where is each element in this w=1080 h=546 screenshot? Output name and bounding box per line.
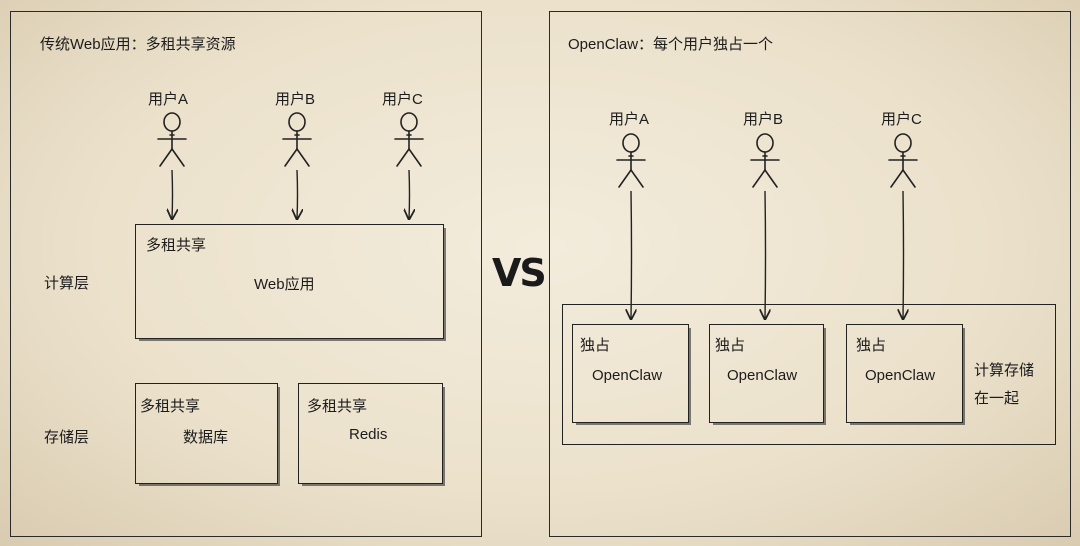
left-user-b-label: 用户B (275, 91, 316, 108)
openclaw-a-tag: 独占 (580, 337, 611, 354)
database-tag: 多租共享 (140, 398, 201, 415)
left-panel-title: 传统Web应用：多租共享资源 (40, 36, 236, 53)
storage-layer-label: 存储层 (44, 429, 90, 446)
stick-figure-icon (616, 133, 646, 188)
stick-figure-icon (282, 112, 312, 167)
stick-figure-icon (157, 112, 187, 167)
openclaw-b-text: OpenClaw (727, 367, 798, 384)
right-panel (549, 11, 1071, 537)
openclaw-b-tag: 独占 (715, 337, 746, 354)
side-note-line1: 计算存储 (974, 362, 1035, 379)
right-panel-title: OpenClaw：每个用户独占一个 (568, 36, 774, 53)
stick-figure-icon (394, 112, 424, 167)
openclaw-box-b (709, 324, 824, 423)
right-user-a-label: 用户A (609, 111, 650, 128)
database-box (135, 383, 278, 484)
web-app-text: Web应用 (254, 276, 315, 293)
arrow-left-a (172, 169, 173, 219)
openclaw-box-c (846, 324, 963, 423)
redis-text: Redis (349, 426, 388, 443)
side-note-line2: 在一起 (974, 390, 1020, 407)
arrow-right-c (903, 190, 904, 319)
compute-storage-container (562, 304, 1056, 445)
compute-layer-label: 计算层 (44, 275, 90, 292)
openclaw-c-text: OpenClaw (865, 367, 936, 384)
openclaw-c-tag: 独占 (856, 337, 887, 354)
database-text: 数据库 (183, 429, 229, 446)
arrow-left-c (409, 169, 410, 219)
redis-box (298, 383, 443, 484)
left-user-c-label: 用户C (382, 91, 423, 108)
stick-figure-icon (750, 133, 780, 188)
redis-tag: 多租共享 (307, 398, 368, 415)
arrow-right-a (631, 190, 632, 319)
web-app-tag: 多租共享 (146, 237, 207, 254)
openclaw-box-a (572, 324, 689, 423)
stick-figure-icon (888, 133, 918, 188)
right-user-c-label: 用户C (881, 111, 922, 128)
openclaw-a-text: OpenClaw (592, 367, 663, 384)
arrow-left-b (297, 169, 298, 219)
left-panel (10, 11, 482, 537)
left-user-a-label: 用户A (148, 91, 189, 108)
web-app-box (135, 224, 444, 339)
arrow-right-b (765, 190, 766, 319)
right-user-b-label: 用户B (743, 111, 784, 128)
vs-label: VS (492, 251, 547, 295)
